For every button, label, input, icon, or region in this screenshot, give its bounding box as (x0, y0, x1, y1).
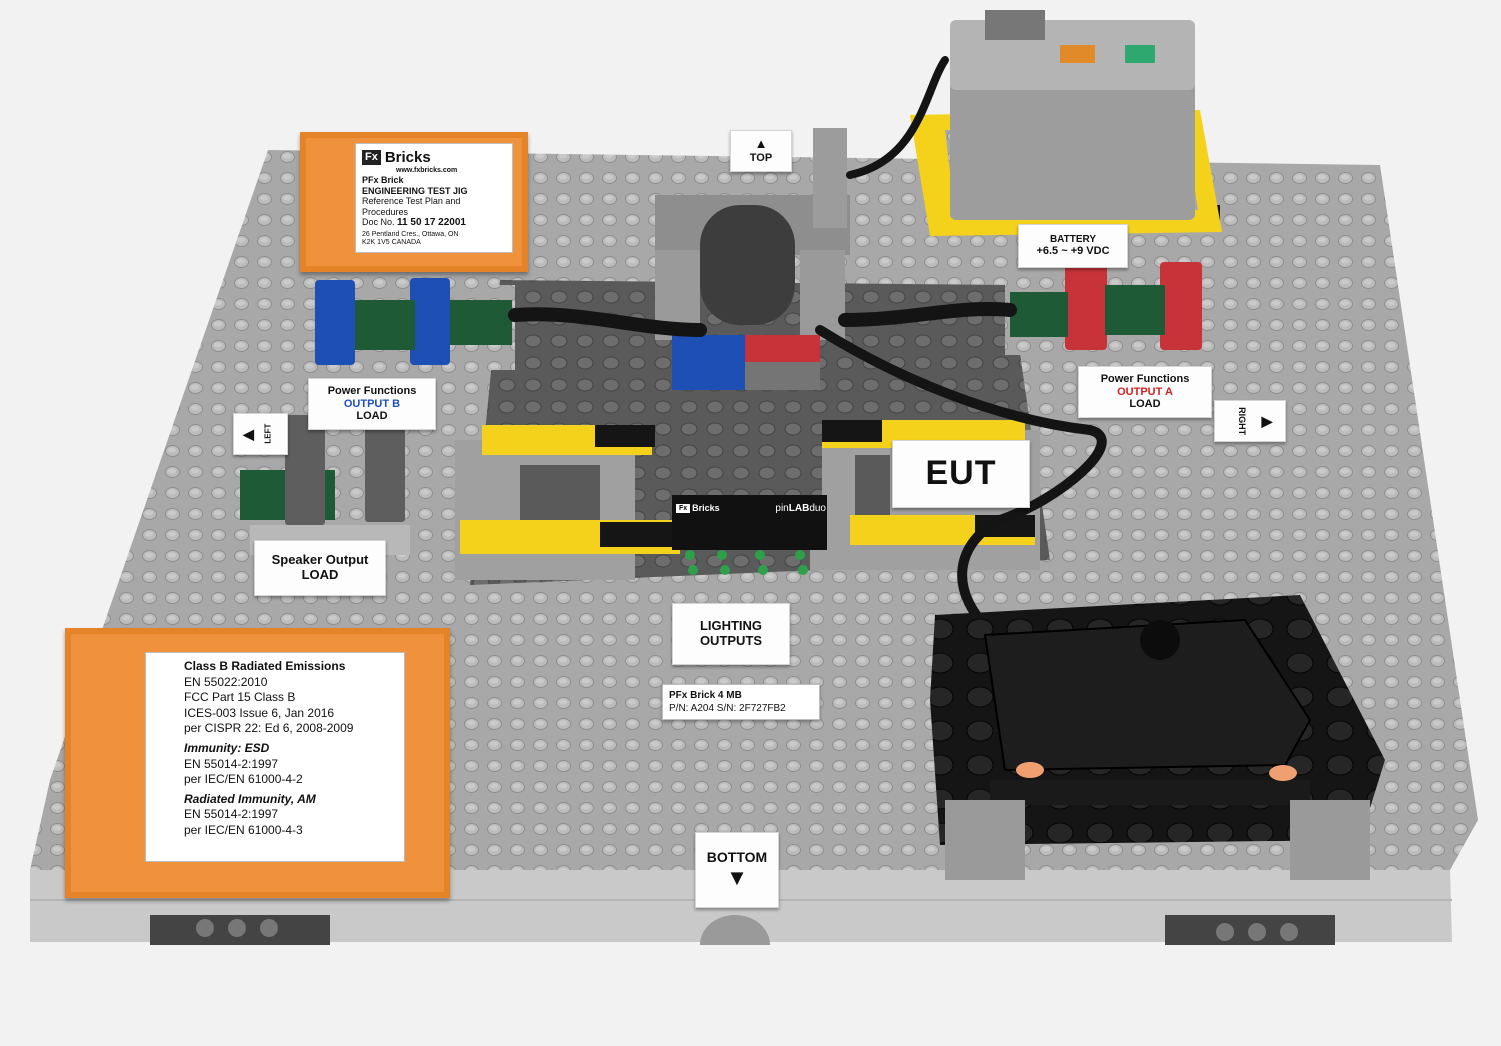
eut-label: EUT (892, 440, 1030, 508)
serial-number-label: PFx Brick 4 MB P/N: A204 S/N: 2F727FB2 (662, 684, 820, 720)
up-arrow-icon: ▲ (754, 136, 768, 152)
info-card: Fx Bricks www.fxbricks.com PFx Brick ENG… (355, 143, 513, 253)
compliance-card: Class B Radiated Emissions EN 55022:2010… (145, 652, 405, 862)
pinlab-board (672, 495, 827, 550)
speaker-output-label: Speaker Output LOAD (254, 540, 386, 596)
blue-brick-left (315, 280, 355, 365)
left-label-text: LEFT (263, 424, 273, 444)
output-a-label: Power Functions OUTPUT A LOAD (1078, 366, 1212, 418)
left-arrow-icon: ◀ (243, 425, 254, 442)
top-direction-label: ▲ TOP (730, 130, 792, 172)
right-label-text: RIGHT (1236, 407, 1247, 435)
pinlab-name: pinLABduo (775, 502, 826, 514)
top-label-text: TOP (749, 152, 773, 165)
doc-number: 11 50 17 22001 (397, 217, 466, 229)
product-name: PFx Brick (362, 174, 404, 185)
fxbricks-logo: Fx Bricks (362, 149, 431, 167)
info-title: ENGINEERING TEST JIG (362, 185, 468, 196)
lighting-outputs-label: LIGHTING OUTPUTS (672, 603, 790, 665)
output-b-label: Power Functions OUTPUT B LOAD (308, 378, 436, 430)
blue-brick-right (410, 278, 450, 365)
right-arrow-icon: ▶ (1261, 412, 1273, 429)
battery-label: BATTERY +6.5 ~ +9 VDC (1018, 224, 1128, 268)
bottom-direction-label: BOTTOM ▼ (695, 832, 779, 908)
left-direction-label: ◀ LEFT (233, 413, 288, 455)
cables (508, 56, 1107, 645)
bottom-label-text: BOTTOM (706, 849, 768, 866)
down-arrow-icon: ▼ (726, 865, 748, 891)
right-direction-label: RIGHT ▶ (1214, 400, 1286, 442)
red-brick-left (1065, 262, 1107, 350)
pinlab-board-text: Fx Bricks pinLABduo (676, 500, 826, 516)
red-brick-right (1160, 262, 1202, 350)
website-text: www.fxbricks.com (396, 166, 458, 174)
